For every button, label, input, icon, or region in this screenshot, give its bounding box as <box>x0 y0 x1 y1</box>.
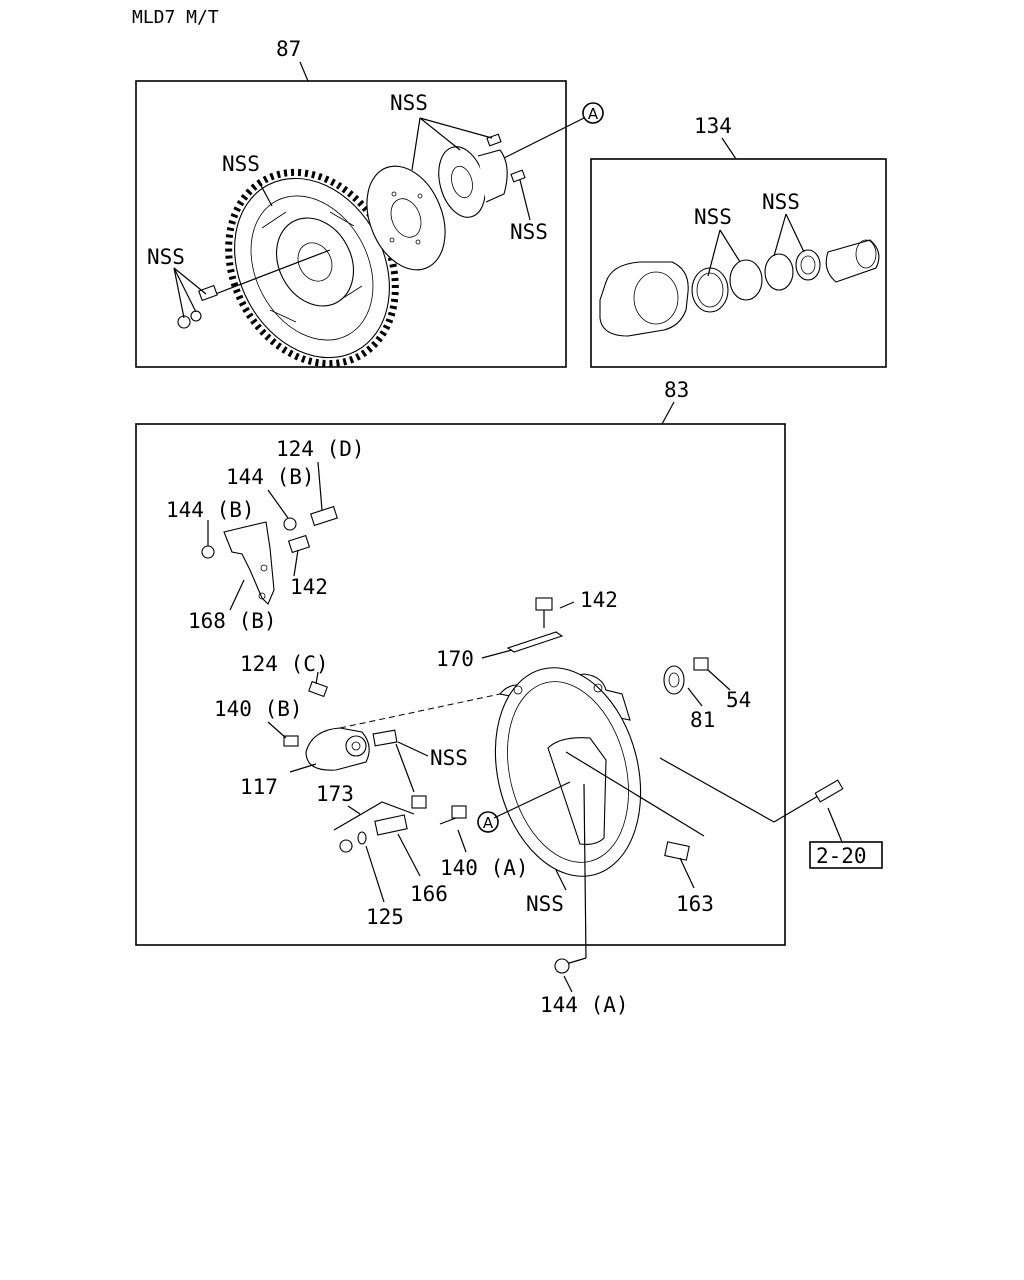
group-87-frame <box>135 80 567 368</box>
nut-173 <box>339 839 353 853</box>
ring-gear <box>225 168 399 368</box>
group-83-frame <box>135 423 786 946</box>
callout-173: 173 <box>316 782 354 806</box>
switch-166 <box>374 795 427 836</box>
gear-bolt <box>177 249 331 329</box>
circle-a-main-label: A <box>483 814 494 832</box>
bolt-140a <box>451 805 467 819</box>
clutch-housing <box>494 667 642 877</box>
bolt-142-bracket <box>287 534 311 554</box>
group-134-frame <box>590 158 887 368</box>
callout-125: 125 <box>366 905 404 929</box>
callout-142-bracket: 142 <box>290 575 328 599</box>
circle-a-main <box>477 811 499 833</box>
callout-144b-left: 144 (B) <box>166 498 255 522</box>
group-134-label: 134 <box>694 114 732 138</box>
reference-box-2-20[interactable] <box>809 841 883 869</box>
bolt-140b <box>283 735 299 747</box>
callout-nss-seal-right: NSS <box>762 190 800 214</box>
group-83: 83 124 (D) 144 (B) 144 (B) 142 168 (B) 1… <box>135 378 786 946</box>
callout-144a: 144 (A) <box>540 993 629 1017</box>
callout-81: 81 <box>690 708 715 732</box>
washer-81 <box>663 665 685 695</box>
callout-166: 166 <box>410 882 448 906</box>
drive-plate <box>366 165 446 271</box>
nut-144a <box>554 958 570 974</box>
fitting-124c <box>308 680 328 698</box>
nut-144b-left <box>201 545 215 559</box>
circle-a-top-label: A <box>588 105 599 123</box>
diagram-title: MLD7 M/T <box>132 7 219 28</box>
seal-housing <box>599 261 689 337</box>
stud-2-20 <box>814 779 844 803</box>
circle-a-top <box>582 102 604 124</box>
callout-nss-flange: NSS <box>390 91 428 115</box>
callout-170: 170 <box>436 647 474 671</box>
gasket-170 <box>506 631 564 653</box>
callout-nss-gear: NSS <box>222 152 260 176</box>
callout-142-bolt: 142 <box>580 588 618 612</box>
callout-117: 117 <box>240 775 278 799</box>
callout-140b: 140 (B) <box>214 697 303 721</box>
reference-2-20-label: 2-20 <box>816 844 867 868</box>
group-134: 134 NSS NSS <box>590 114 887 368</box>
washer-125 <box>357 831 367 845</box>
group-87-label: 87 <box>276 37 301 61</box>
nut-144b-upper <box>283 517 297 531</box>
hub-flange <box>438 133 526 218</box>
callout-124d: 124 (D) <box>276 437 365 461</box>
callout-163: 163 <box>676 892 714 916</box>
callout-140a: 140 (A) <box>440 856 529 880</box>
callout-168b: 168 (B) <box>188 609 277 633</box>
callout-nss-housing: NSS <box>526 892 564 916</box>
actuator-117 <box>305 727 370 771</box>
plate-163 <box>664 841 690 861</box>
callout-124c: 124 (C) <box>240 652 329 676</box>
bolt-142 <box>535 597 553 628</box>
bolt-54 <box>693 657 709 671</box>
callout-nss-seal-left: NSS <box>694 205 732 229</box>
bracket-168b <box>223 521 275 605</box>
group-87: 87 <box>135 37 604 368</box>
callout-nss-bolts: NSS <box>147 245 185 269</box>
callout-nss-bolt: NSS <box>510 220 548 244</box>
stud-124d <box>310 505 338 527</box>
shaft-sleeve <box>825 239 880 283</box>
sensor-nss <box>372 729 398 747</box>
callout-nss-sensor: NSS <box>430 746 468 770</box>
callout-54: 54 <box>726 688 751 712</box>
callout-144b-upper: 144 (B) <box>226 465 315 489</box>
seal-rings <box>691 249 821 313</box>
group-83-label: 83 <box>664 378 689 402</box>
